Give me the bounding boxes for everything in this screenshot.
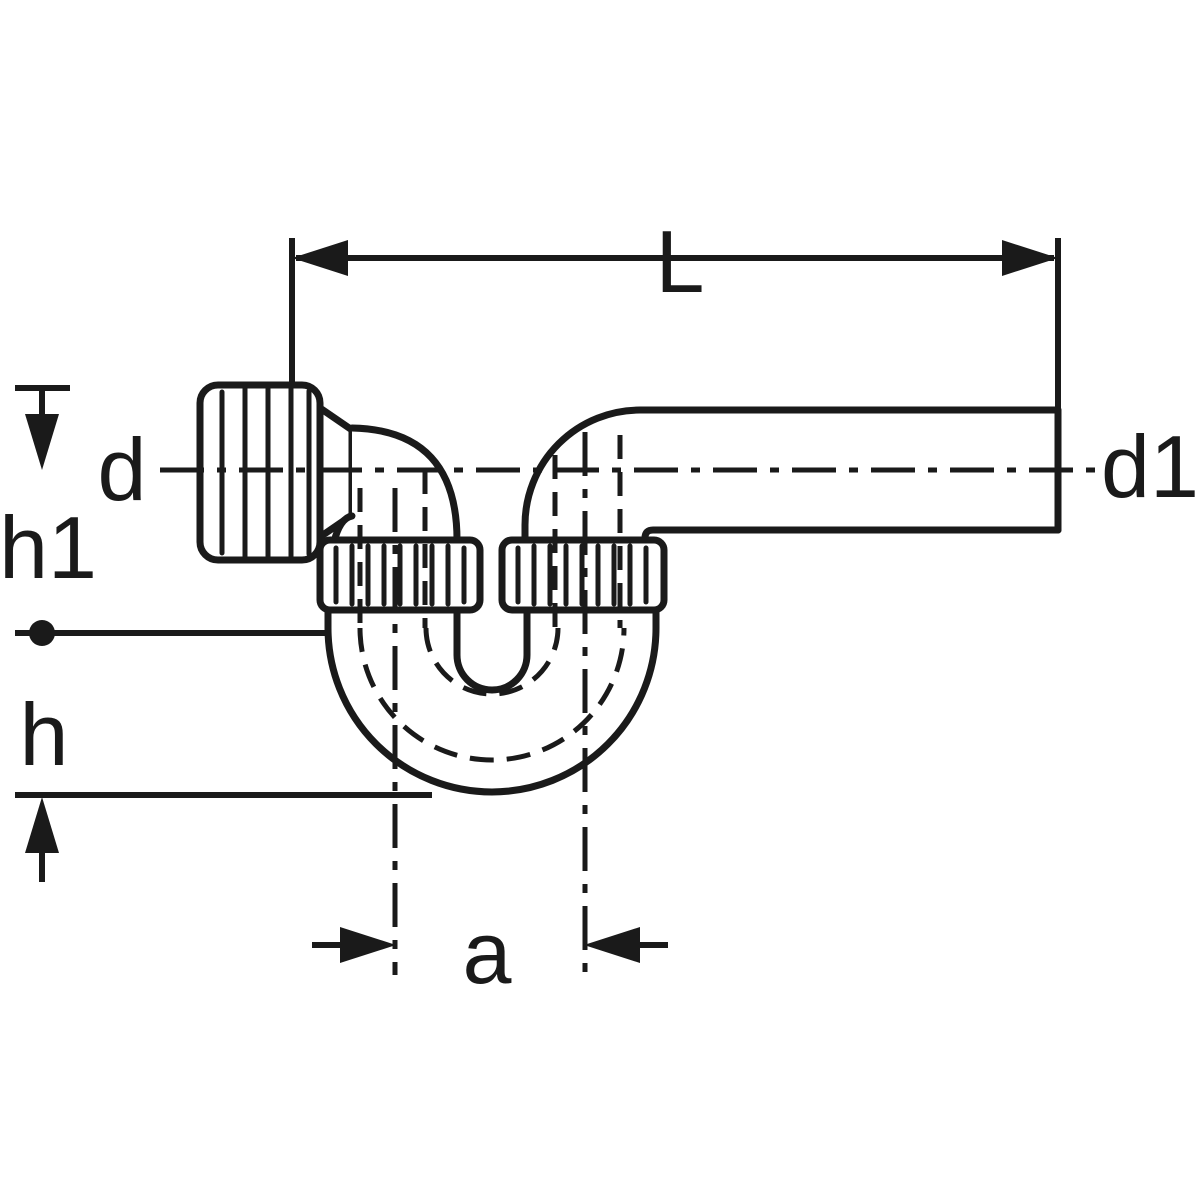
outlet-diameter-label: d1 (1101, 417, 1199, 516)
offset-a-label: a (463, 903, 512, 1002)
dimension-heights: h1 h (0, 385, 432, 882)
centerlines (160, 432, 1105, 975)
outlet-pipe-fill (525, 410, 1058, 545)
arrowhead-down-icon (25, 414, 59, 470)
hidden-bend-outer-arc (357, 627, 627, 763)
trap-outlet-nut-ribs (515, 543, 649, 607)
hidden-contours (357, 435, 627, 763)
arrowhead-left-inward-icon (584, 927, 640, 963)
arrowhead-left-icon (292, 240, 348, 276)
hidden-bend-inner-arc (423, 627, 561, 697)
dim-length-label: L (656, 212, 705, 311)
inlet-diameter-label: d (98, 420, 147, 519)
outlet-pipe-bottom-contour (641, 526, 1062, 549)
arrowhead-right-inward-icon (340, 927, 396, 963)
trap-web-outline (453, 608, 531, 694)
outlet-pipe-top-contour (521, 406, 1062, 549)
inlet-elbow-outer-contour (348, 424, 461, 546)
dimension-offset: a (312, 903, 668, 1002)
trap-bend-outline (324, 604, 660, 796)
fitting (196, 381, 1062, 796)
trap-inlet-nut-ribs (333, 543, 467, 607)
dimension-length: L (289, 212, 1061, 408)
height-h-label: h (20, 685, 69, 784)
arrowhead-right-icon (1002, 240, 1058, 276)
height-h1-label: h1 (0, 498, 97, 597)
arrowhead-up-icon (25, 797, 59, 853)
